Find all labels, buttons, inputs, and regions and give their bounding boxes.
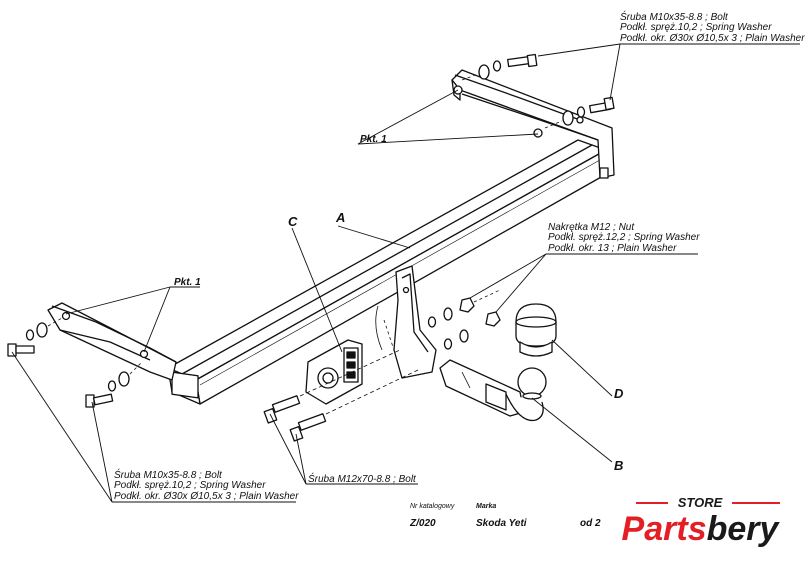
callout-line: Podkł. spręż.10,2 ; Spring Washer — [620, 22, 772, 33]
footer-info: Nr katalogowy Z/020 Marka Skoda Yeti od … — [409, 503, 601, 529]
callout-line: Nakrętka M12 ; Nut — [548, 222, 635, 233]
socket-plate-c — [305, 339, 363, 405]
fastener-top-right — [461, 53, 615, 129]
label-pkt1-left: Pkt. 1 — [174, 277, 201, 288]
callout-line: Śruba M10x35-8.8 ; Bolt — [114, 468, 223, 481]
callout-line: Podkł. okr. 13 ; Plain Washer — [548, 243, 677, 254]
partsbery-logo: STORE Partsbery — [622, 495, 781, 548]
callout-line: Śruba M10x35-8.8 ; Bolt — [620, 10, 729, 23]
ball-neck-b — [439, 359, 547, 422]
bottom-left-callout: Śruba M10x35-8.8 ; Bolt Podkł. spręż.10,… — [114, 468, 299, 502]
label-c: C — [288, 214, 298, 229]
nuts-washers — [427, 289, 501, 350]
callout-line: Podkł. okr. Ø30x Ø10,5x 3 ; Plain Washer — [114, 491, 299, 502]
crossbar-a — [167, 139, 611, 405]
label-pkt1-top: Pkt. 1 — [360, 134, 387, 145]
callout-bolt-m12: Śruba M12x70-8.8 ; Bolt — [308, 472, 417, 485]
leader-lines — [11, 43, 800, 503]
from-value: od 2 — [580, 518, 601, 529]
brand-store: STORE — [678, 495, 723, 510]
label-d: D — [614, 386, 624, 401]
make-label: Marka — [476, 503, 496, 510]
hitch-mount-plate — [375, 265, 437, 379]
nut-callout: Nakrętka M12 ; Nut Podkł. spręż.12,2 ; S… — [548, 222, 700, 254]
catalog-label: Nr katalogowy — [410, 503, 455, 510]
ball-cap-d — [515, 303, 557, 357]
callout-line: Podkł. spręż.12,2 ; Spring Washer — [548, 232, 700, 243]
callout-line: Podkł. spręż.10,2 ; Spring Washer — [114, 480, 266, 491]
catalog-value: Z/020 — [409, 518, 436, 529]
top-right-callout: Śruba M10x35-8.8 ; Bolt Podkł. spręż.10,… — [620, 10, 805, 44]
left-bracket — [47, 302, 177, 381]
fastener-bottom-left — [7, 317, 143, 408]
brand-name: Partsbery — [622, 510, 781, 548]
make-value: Skoda Yeti — [476, 518, 527, 529]
callout-line: Podkł. okr. Ø30x Ø10,5x 3 ; Plain Washer — [620, 33, 805, 44]
label-a: A — [335, 210, 345, 225]
label-b: B — [614, 458, 623, 473]
